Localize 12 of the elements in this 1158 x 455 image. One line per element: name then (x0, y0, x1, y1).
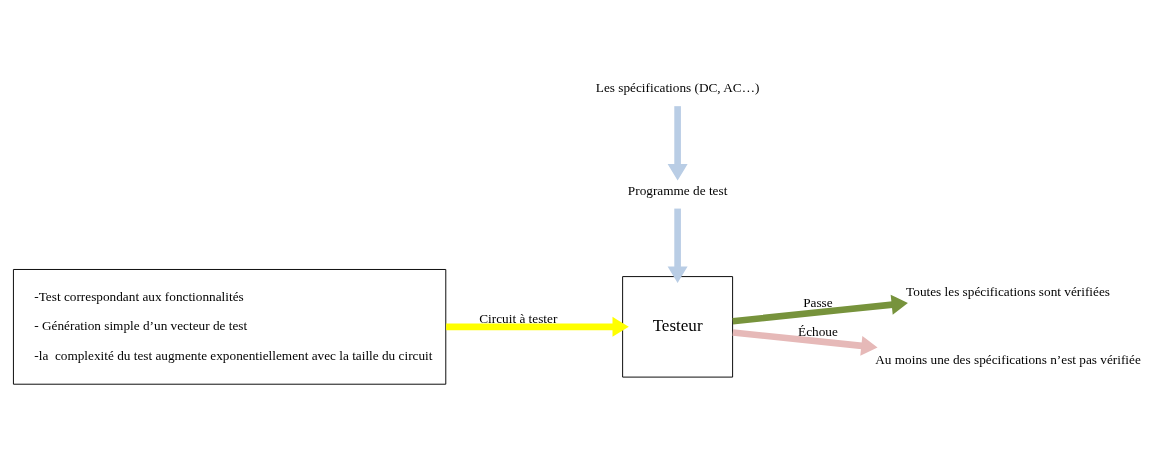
node-box: Testeur (622, 275, 734, 378)
arrow (732, 328, 878, 356)
edge-label: Échoue (798, 323, 838, 339)
node-text: Les spécifications (DC, AC…) (595, 79, 760, 95)
node-text: Toutes les spécifications sont vérifiées (906, 283, 1110, 299)
node-text: Programme de test (627, 182, 728, 198)
arrow (667, 105, 688, 180)
edge-label: Passe (803, 294, 833, 310)
arrow (732, 294, 908, 324)
node-text: Au moins une des spécifications n’est pas vérifiée (875, 351, 1141, 367)
edge-label: Circuit à tester (479, 310, 558, 326)
node-box: -Test correspondant aux fonctionnalités - Génération simple d’un vecteur de test -la complexité du test augmente exponentiellement avec la taille du circuit (12, 268, 447, 385)
